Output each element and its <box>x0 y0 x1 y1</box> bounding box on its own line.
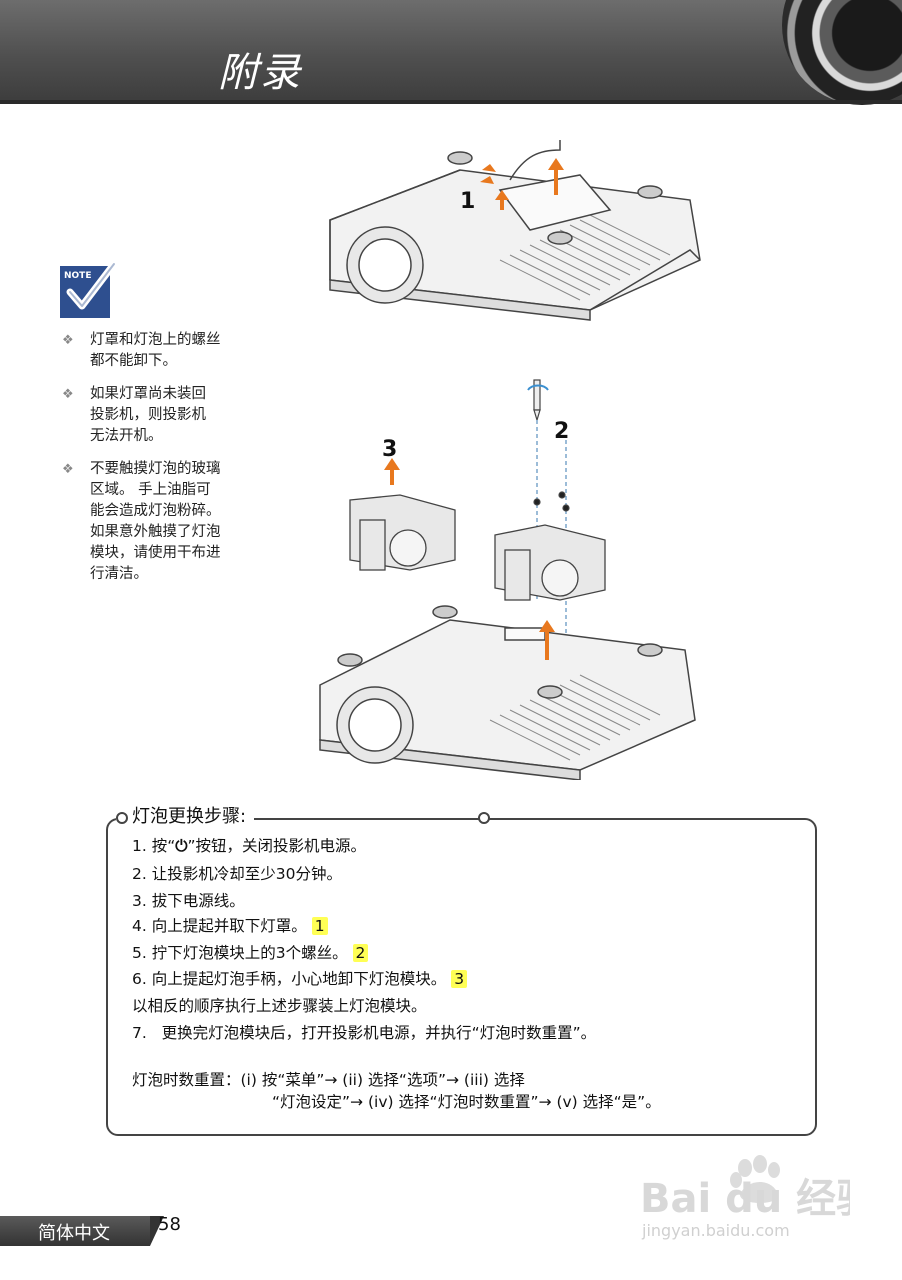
step-number: 1. <box>132 837 147 855</box>
diamond-bullet-icon: ❖ <box>62 462 74 477</box>
watermark-brand: Bai du 经验 <box>640 1176 850 1222</box>
figure-label-3: 3 <box>382 437 397 462</box>
step-number: 7. <box>132 1024 147 1042</box>
circle-marker-icon <box>116 812 128 824</box>
arrow-icon <box>539 620 555 660</box>
lens-decoration <box>782 0 902 105</box>
note-line: 能会造成灯泡粉碎。 <box>90 503 221 519</box>
figure-ref-badge: 1 <box>311 917 328 935</box>
watermark-url: jingyan.baidu.com <box>641 1221 790 1240</box>
power-icon: ⏻ <box>175 837 188 855</box>
paw-logo-icon <box>730 1155 780 1203</box>
lamp-module-illustration <box>349 494 606 601</box>
arrow-icon <box>480 158 564 210</box>
step-1: 1. 按“⏻”按钮，关闭投影机电源。 <box>132 834 366 856</box>
diamond-bullet-icon: ❖ <box>62 387 74 402</box>
baidu-watermark: Bai du 经验 jingyan.baidu.com <box>640 1155 850 1240</box>
step-text: 拧下灯泡模块上的3个螺丝。 <box>151 944 348 962</box>
step-4: 4. 向上提起并取下灯罩。 1 <box>132 914 328 936</box>
lamp-replacement-illustration: 1 2 3 <box>319 140 701 780</box>
procedure-title: 灯泡更换步骤: <box>132 806 247 827</box>
note-line: 区域。 手上油脂可 <box>90 482 211 498</box>
projector-top-illustration <box>329 151 701 321</box>
note-item: ❖ 不要触摸灯泡的玻璃 区域。 手上油脂可 能会造成灯泡粉碎。 如果意外触摸了灯… <box>62 459 252 585</box>
step-number: 2. <box>132 865 147 883</box>
note-line: 模块，请使用干布进 <box>90 545 221 561</box>
lamp-reset-line-1: 灯泡时数重置：(i) 按“菜单”→ (ii) 选择“选项”→ (iii) 选择 <box>132 1071 525 1089</box>
figure-ref-badge: 2 <box>352 944 369 962</box>
note-line: 投影机，则投影机 <box>90 407 206 423</box>
footer-language-tab <box>0 1216 164 1246</box>
footer-language: 简体中文 <box>38 1223 110 1244</box>
circle-marker-icon <box>478 812 490 824</box>
step-number: 4. <box>132 917 147 935</box>
step-2: 2. 让投影机冷却至少30分钟。 <box>132 862 342 884</box>
procedure-box <box>106 818 817 1136</box>
step-number: 3. <box>132 892 147 910</box>
projector-bottom-illustration <box>319 605 696 780</box>
note-line: 不要触摸灯泡的玻璃 <box>90 461 221 477</box>
step-6: 6. 向上提起灯泡手柄，小心地卸下灯泡模块。 3 <box>132 967 468 989</box>
diamond-bullet-icon: ❖ <box>62 333 74 348</box>
note-line: 无法开机。 <box>90 428 163 444</box>
step-text: ”按钮，关闭投影机电源。 <box>187 837 367 855</box>
step-text: 让投影机冷却至少30分钟。 <box>151 865 342 883</box>
step-7: 7. 更换完灯泡模块后，打开投影机电源，并执行“灯泡时数重置”。 <box>132 1021 596 1043</box>
lamp-reset-line-2: “灯泡设定”→ (iv) 选择“灯泡时数重置”→ (v) 选择“是”。 <box>272 1093 661 1111</box>
step-3: 3. 拔下电源线。 <box>132 889 245 911</box>
procedure-heading: 灯泡更换步骤: <box>116 802 255 832</box>
side-notes: ❖ 灯罩和灯泡上的螺丝 都不能卸下。 ❖ 如果灯罩尚未装回 投影机，则投影机 无… <box>62 330 252 597</box>
note-line: 如果灯罩尚未装回 <box>90 386 206 402</box>
figure-ref-badge: 3 <box>451 970 468 988</box>
step-text: 向上提起并取下灯罩。 <box>151 917 307 935</box>
figure-label-1: 1 <box>460 189 475 214</box>
step-number: 5. <box>132 944 147 962</box>
hand-illustration <box>509 140 561 181</box>
step-number: 6. <box>132 970 147 988</box>
note-line: 灯罩和灯泡上的螺丝 <box>90 332 221 348</box>
note-line: 行清洁。 <box>90 566 148 582</box>
svg-text:NOTE: NOTE <box>64 271 91 281</box>
step-text: 按“ <box>151 837 176 855</box>
step-text: 向上提起灯泡手柄，小心地卸下灯泡模块。 <box>151 970 447 988</box>
note-line: 都不能卸下。 <box>90 353 177 369</box>
note-item: ❖ 如果灯罩尚未装回 投影机，则投影机 无法开机。 <box>62 384 252 447</box>
reverse-note: 以相反的顺序执行上述步骤装上灯泡模块。 <box>132 997 427 1015</box>
page-title: 附录 <box>218 50 302 96</box>
note-icon: NOTE <box>60 262 118 318</box>
page-number: 58 <box>158 1214 181 1235</box>
figure-label-2: 2 <box>554 419 569 444</box>
arrow-icon <box>384 458 400 485</box>
step-text: 拔下电源线。 <box>151 892 245 910</box>
note-item: ❖ 灯罩和灯泡上的螺丝 都不能卸下。 <box>62 330 252 372</box>
page-header: 附录 <box>0 0 902 105</box>
note-line: 如果意外触摸了灯泡 <box>90 524 221 540</box>
step-5: 5. 拧下灯泡模块上的3个螺丝。 2 <box>132 941 369 963</box>
step-text: 更换完灯泡模块后，打开投影机电源，并执行“灯泡时数重置”。 <box>161 1024 597 1042</box>
